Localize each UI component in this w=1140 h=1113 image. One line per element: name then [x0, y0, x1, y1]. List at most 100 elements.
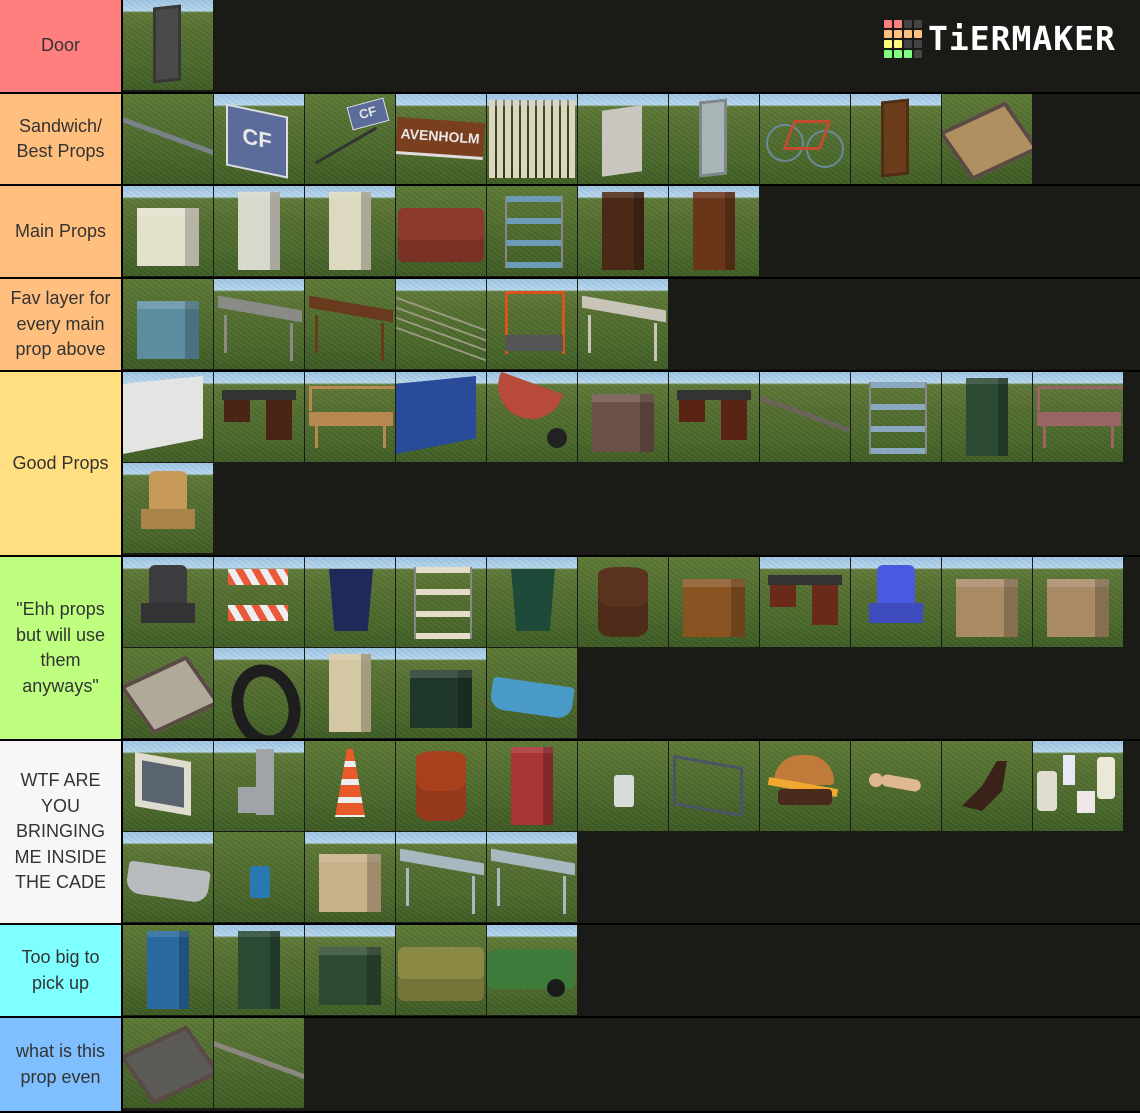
tier-items-dropzone[interactable]: [123, 925, 1138, 1016]
prop-tile-metal-plate-table[interactable]: [123, 1018, 213, 1108]
prop-tile-bookshelf[interactable]: [578, 186, 668, 276]
prop-tile-wardrobe[interactable]: [669, 186, 759, 276]
prop-tile-office-desk[interactable]: [214, 372, 304, 462]
prop-tile-blue-rusty-tub[interactable]: [487, 648, 577, 738]
prop-tile-metal-pipe[interactable]: [123, 94, 213, 184]
prop-tile-office-chair[interactable]: [123, 557, 213, 647]
prop-tile-long-bench-table[interactable]: [578, 279, 668, 369]
prop-tile-cf-sign-on-posts[interactable]: CF: [305, 94, 395, 184]
tier-row: Door: [0, 0, 1140, 94]
prop-tile-vending-cabinet[interactable]: [214, 186, 304, 276]
tier-items-dropzone[interactable]: [123, 741, 1138, 923]
prop-tile-wooden-crate-large[interactable]: [942, 557, 1032, 647]
tier-label[interactable]: Main Props: [0, 186, 123, 277]
prop-tile-green-filing-cabinet[interactable]: [942, 372, 1032, 462]
prop-tile-locker-door[interactable]: [669, 94, 759, 184]
prop-tile-blue-trash-bin[interactable]: [305, 557, 395, 647]
prop-tile-small-wooden-desk[interactable]: [760, 557, 850, 647]
prop-tile-oil-drum[interactable]: [396, 741, 486, 831]
prop-tile-bicycle[interactable]: [760, 94, 850, 184]
tier-items-dropzone[interactable]: [123, 557, 1138, 739]
prop-tile-engine-block[interactable]: [578, 372, 668, 462]
tier-label[interactable]: "Ehh props but will use them anyways": [0, 557, 123, 739]
prop-tile-armchair[interactable]: [123, 463, 213, 553]
tier-items-dropzone[interactable]: [123, 1018, 1138, 1111]
tier-label[interactable]: Fav layer for every main prop above: [0, 279, 123, 370]
prop-tile-road-barricade[interactable]: [214, 557, 304, 647]
prop-tile-concrete-barrier[interactable]: [123, 372, 213, 462]
prop-tile-soda-can[interactable]: [214, 832, 304, 922]
prop-tile-door[interactable]: [123, 0, 213, 90]
tier-label[interactable]: what is this prop even: [0, 1018, 123, 1111]
logo-grid-square: [884, 50, 892, 58]
prop-tile-wire-trash-can[interactable]: [487, 557, 577, 647]
prop-tile-paint-can[interactable]: [578, 741, 668, 831]
prop-tile-mattress-frame[interactable]: [942, 94, 1032, 184]
prop-tile-tire[interactable]: [214, 648, 304, 738]
prop-tile-jerry-can[interactable]: [487, 741, 577, 831]
prop-tile-metal-shelf[interactable]: [487, 186, 577, 276]
prop-tile-wooden-door-panel[interactable]: [851, 94, 941, 184]
prop-tile-vending-machine[interactable]: [123, 925, 213, 1015]
prop-tile-vanity-table[interactable]: [669, 372, 759, 462]
prop-tile-fence-railing[interactable]: [396, 279, 486, 369]
prop-tile-wooden-pallet[interactable]: [123, 648, 213, 738]
tier-items-dropzone[interactable]: [123, 279, 1138, 370]
tiermaker-logo[interactable]: TiERMAKER: [884, 20, 1116, 58]
logo-grid-square: [904, 20, 912, 28]
prop-tile-metal-tub-and-bucket[interactable]: [123, 832, 213, 922]
prop-tile-burger[interactable]: [760, 741, 850, 831]
tier-label[interactable]: WTF ARE YOU BRINGING ME INSIDE THE CADE: [0, 741, 123, 923]
logo-grid-square: [884, 20, 892, 28]
prop-tile-crt-monitor[interactable]: [123, 741, 213, 831]
prop-tile-traffic-cone[interactable]: [305, 741, 395, 831]
prop-tile-display-counter[interactable]: [396, 557, 486, 647]
tier-row: WTF ARE YOU BRINGING ME INSIDE THE CADE: [0, 741, 1140, 925]
prop-tile-blue-tarp-frame[interactable]: [396, 372, 486, 462]
prop-tile-green-locker[interactable]: [214, 925, 304, 1015]
tier-label[interactable]: Sandwich/ Best Props: [0, 94, 123, 184]
prop-tile-boot[interactable]: [942, 741, 1032, 831]
prop-tile-metal-table[interactable]: [214, 279, 304, 369]
prop-tile-rolling-rack[interactable]: [851, 372, 941, 462]
prop-tile-washing-machine[interactable]: [123, 186, 213, 276]
prop-tile-cardboard-box[interactable]: [305, 648, 395, 738]
prop-tile-fridge[interactable]: [305, 186, 395, 276]
tier-items-dropzone[interactable]: [123, 372, 1138, 555]
prop-tile-red-couch[interactable]: [396, 186, 486, 276]
prop-tile-cf-sign[interactable]: CF: [214, 94, 304, 184]
prop-tile-car-axle[interactable]: [760, 372, 850, 462]
prop-tile-wheelbarrow[interactable]: [487, 372, 577, 462]
prop-tile-baby-doll[interactable]: [851, 741, 941, 831]
prop-tile-wooden-bench[interactable]: [305, 372, 395, 462]
logo-grid-square: [884, 40, 892, 48]
prop-tile-pink-bench[interactable]: [1033, 372, 1123, 462]
prop-tile-blue-metal-crate[interactable]: [123, 279, 213, 369]
prop-tile-metal-table-wide[interactable]: [487, 832, 577, 922]
prop-tile-striped-sofa[interactable]: [396, 925, 486, 1015]
prop-tile-green-car[interactable]: [487, 925, 577, 1015]
prop-tile-wooden-board[interactable]: [578, 94, 668, 184]
prop-tile-blue-chair[interactable]: [851, 557, 941, 647]
prop-tile-wooden-barrel[interactable]: [578, 557, 668, 647]
prop-tile-cinder-blocks[interactable]: [214, 741, 304, 831]
prop-tile-wire-cage[interactable]: [669, 741, 759, 831]
prop-tile-green-filing-cabinet-short[interactable]: [396, 648, 486, 738]
prop-tile-dumpster[interactable]: [305, 925, 395, 1015]
prop-tile-wooden-table[interactable]: [305, 279, 395, 369]
tier-label[interactable]: Too big to pick up: [0, 925, 123, 1016]
prop-tile-bottles-and-cartons[interactable]: [1033, 741, 1123, 831]
prop-tile-picket-fence[interactable]: [487, 94, 577, 184]
prop-tile-wooden-crate-small[interactable]: [1033, 557, 1123, 647]
prop-tile-wooden-dresser[interactable]: [669, 557, 759, 647]
prop-tile-cardboard-boxes[interactable]: [305, 832, 395, 922]
prop-tile-ravenholm-sign[interactable]: AVENHOLM: [396, 94, 486, 184]
prop-tile-concrete-beam[interactable]: [214, 1018, 304, 1108]
tier-items-dropzone[interactable]: [123, 186, 1138, 277]
tier-items-dropzone[interactable]: [123, 0, 1138, 92]
prop-tile-hand-truck-cart[interactable]: [487, 279, 577, 369]
tier-label[interactable]: Door: [0, 0, 123, 92]
prop-tile-metal-table-low[interactable]: [396, 832, 486, 922]
tier-label[interactable]: Good Props: [0, 372, 123, 555]
